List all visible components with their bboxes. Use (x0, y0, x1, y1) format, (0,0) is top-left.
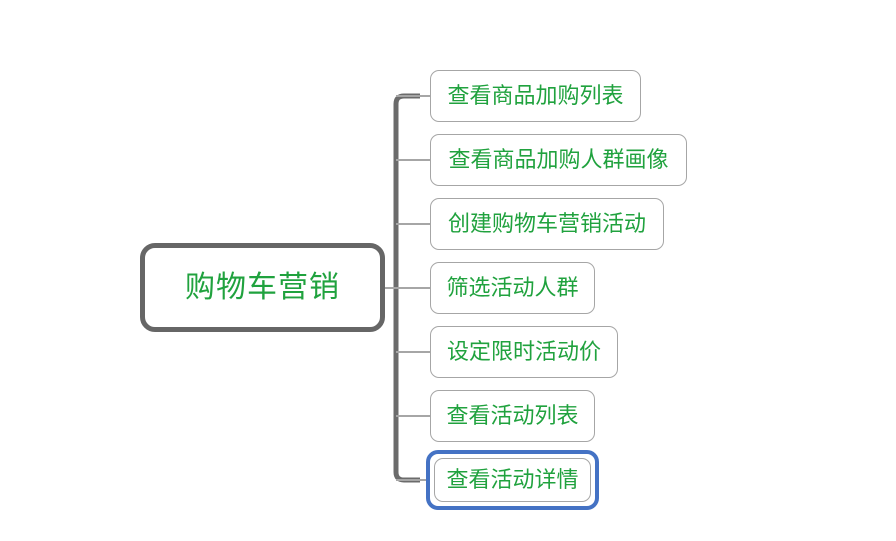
child-node-6-label: 查看活动列表 (446, 403, 579, 428)
trunk-line (393, 93, 420, 483)
child-node-4-label: 筛选活动人群 (446, 275, 579, 300)
child-node-4[interactable]: 筛选活动人群 (430, 262, 595, 314)
child-node-3[interactable]: 创建购物车营销活动 (430, 198, 664, 250)
child-node-3-label: 创建购物车营销活动 (447, 211, 646, 236)
child-node-5[interactable]: 设定限时活动价 (430, 326, 618, 378)
root-node-label: 购物车营销 (185, 270, 340, 304)
child-node-2-label: 查看商品加购人群画像 (448, 147, 669, 172)
root-node[interactable]: 购物车营销 (140, 243, 385, 332)
child-node-6[interactable]: 查看活动列表 (430, 390, 595, 442)
child-node-1-label: 查看商品加购列表 (447, 83, 624, 108)
child-node-1[interactable]: 查看商品加购列表 (430, 70, 641, 122)
child-node-7-label: 查看活动详情 (446, 467, 579, 492)
selection-highlight: 查看活动详情 (426, 450, 599, 510)
child-node-2[interactable]: 查看商品加购人群画像 (430, 134, 687, 186)
child-node-5-label: 设定限时活动价 (446, 339, 601, 364)
child-node-7[interactable]: 查看活动详情 (434, 458, 591, 502)
